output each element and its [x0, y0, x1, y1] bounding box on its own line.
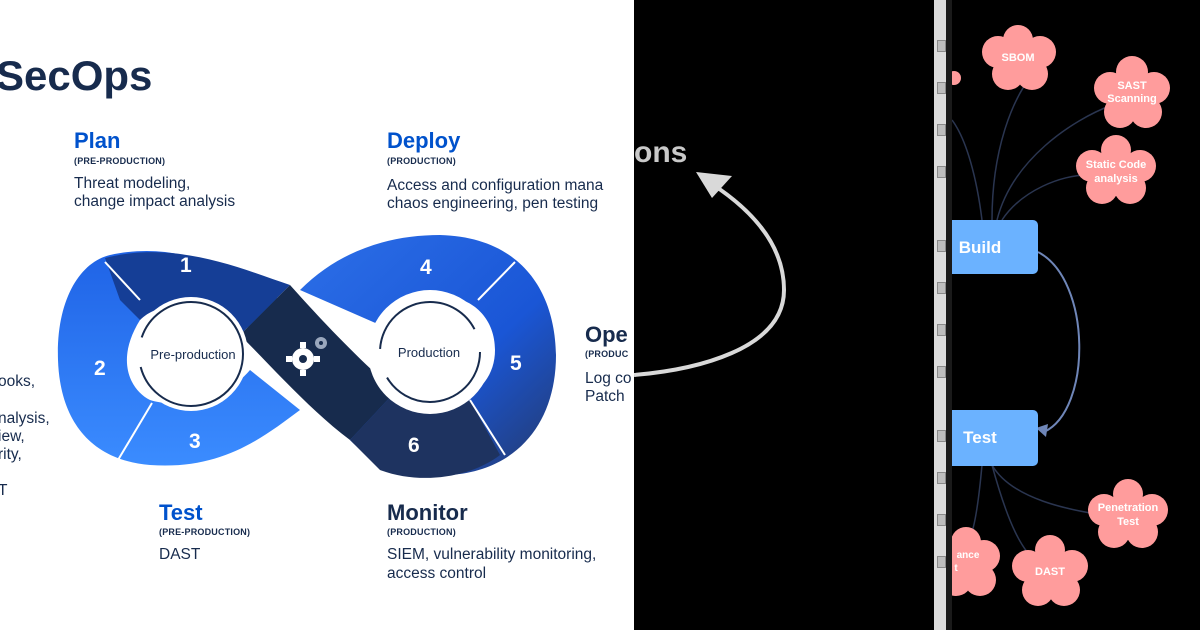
scrollbar-tick-6 — [937, 282, 946, 294]
cloud-sbom — [982, 25, 1056, 90]
stage-deploy-desc-2: chaos engineering, pen testing — [387, 195, 599, 212]
stage-operate-title: Ope — [585, 322, 628, 347]
scrollbar-tick-2 — [937, 82, 946, 94]
scrollbar-track[interactable] — [934, 0, 946, 630]
inner-label-right: Production — [398, 345, 460, 360]
connector-lines — [952, 74, 1113, 566]
inner-circle-left — [134, 297, 248, 411]
cloud-static-code — [1076, 135, 1156, 204]
scrollbar-tick-5 — [937, 240, 946, 252]
cloud-sast-label-1: SAST — [1117, 80, 1147, 92]
clipped-line-5: T — [0, 482, 8, 499]
cloud-fragment — [952, 71, 961, 85]
clipped-line-3: iew, — [0, 428, 25, 445]
cloud-sast-label-2: Scanning — [1107, 93, 1157, 105]
svg-text:Penetration: Penetration — [1098, 502, 1159, 514]
scrollbar-tick-1 — [937, 40, 946, 52]
stage-monitor-phase: (PRODUCTION) — [387, 527, 456, 537]
scrollbar-tick-8 — [937, 366, 946, 378]
loop-crossing — [240, 285, 400, 440]
segment-1 — [105, 252, 290, 335]
segment-6 — [350, 392, 500, 478]
svg-text:Static Code: Static Code — [1086, 159, 1147, 171]
stage-deploy-phase: (PRODUCTION) — [387, 156, 456, 166]
clipped-line-4: rity, — [0, 446, 22, 463]
loop-right-lobe — [300, 235, 556, 476]
cycle-arrow-left — [138, 301, 244, 407]
flow-diagram: SBOM SAST Scanning Static Code analysis … — [952, 25, 1170, 606]
curved-arrow-icon — [634, 172, 787, 377]
cloud-dast — [1012, 535, 1088, 606]
scrollbar-tick-9 — [937, 430, 946, 442]
stage-test-desc-1: DAST — [159, 546, 201, 563]
cloud-penetration — [1088, 479, 1168, 548]
scrollbar-tick-10 — [937, 472, 946, 484]
scrollbar-tick-3 — [937, 124, 946, 136]
stage-plan-desc-1: Threat modeling, — [74, 175, 191, 192]
clipped-line-2: nalysis, — [0, 410, 50, 427]
segment-number-5: 5 — [510, 352, 522, 375]
stage-operate-desc-1: Log co — [585, 370, 632, 387]
scrollbar-tick-4 — [937, 166, 946, 178]
security-flow-diagram: SBOM SAST Scanning Static Code analysis … — [952, 0, 1200, 630]
node-test-label: Test — [963, 428, 997, 447]
segment-number-4: 4 — [420, 256, 432, 279]
svg-text:analysis: analysis — [1094, 173, 1137, 185]
stage-operate-desc-2: Patch — [585, 388, 625, 405]
node-build-label: Build — [959, 238, 1002, 257]
stage-test-phase: (PRE-PRODUCTION) — [159, 527, 251, 537]
scrollbar-tick-11 — [937, 514, 946, 526]
stage-test-title: Test — [159, 500, 203, 525]
infinity-loop: 1 2 3 4 5 6 Pre-production Production — [57, 235, 556, 478]
stage-plan-title: Plan — [74, 128, 121, 153]
svg-text:t: t — [954, 563, 958, 574]
node-test — [952, 410, 1038, 466]
node-build — [952, 220, 1038, 274]
gear-icon — [286, 337, 327, 376]
svg-text:ance: ance — [957, 550, 980, 561]
devsecops-infographic: SecOps Plan (PRE-PRODUCTION) Threat mode… — [0, 52, 632, 582]
stage-monitor-desc-1: SIEM, vulnerability monitoring, — [387, 546, 597, 563]
cloud-dast-label: DAST — [1035, 566, 1065, 578]
stage-monitor-desc-2: access control — [387, 565, 487, 582]
scrollbar-tick-12 — [937, 556, 946, 568]
cloud-sast — [1094, 56, 1170, 128]
cloud-sbom-label: SBOM — [1002, 52, 1035, 64]
clipped-line-1: ooks, — [0, 373, 36, 390]
build-to-test-connector — [1037, 251, 1081, 433]
panel-divider — [946, 0, 952, 630]
svg-text:Test: Test — [1117, 516, 1139, 528]
middle-clipped-text: ons — [634, 136, 688, 169]
segment-number-1: 1 — [180, 254, 192, 277]
inner-label-left: Pre-production — [150, 347, 235, 362]
stage-monitor-title: Monitor — [387, 500, 468, 525]
cloud-compliance — [952, 527, 1000, 596]
middle-screenshot: ons — [634, 0, 946, 630]
segment-number-3: 3 — [189, 430, 201, 453]
stage-operate-phase: (PRODUC — [585, 349, 629, 359]
stage-deploy-title: Deploy — [387, 128, 461, 153]
scrollbar-tick-7 — [937, 324, 946, 336]
segment-number-6: 6 — [408, 434, 420, 457]
stage-plan-desc-2: change impact analysis — [74, 193, 236, 210]
page-title: SecOps — [0, 52, 153, 99]
stage-deploy-desc-1: Access and configuration mana — [387, 177, 604, 194]
stage-plan-phase: (PRE-PRODUCTION) — [74, 156, 166, 166]
segment-number-2: 2 — [94, 357, 106, 380]
cycle-arrow-right — [379, 301, 481, 403]
inner-circle-right — [368, 290, 492, 414]
